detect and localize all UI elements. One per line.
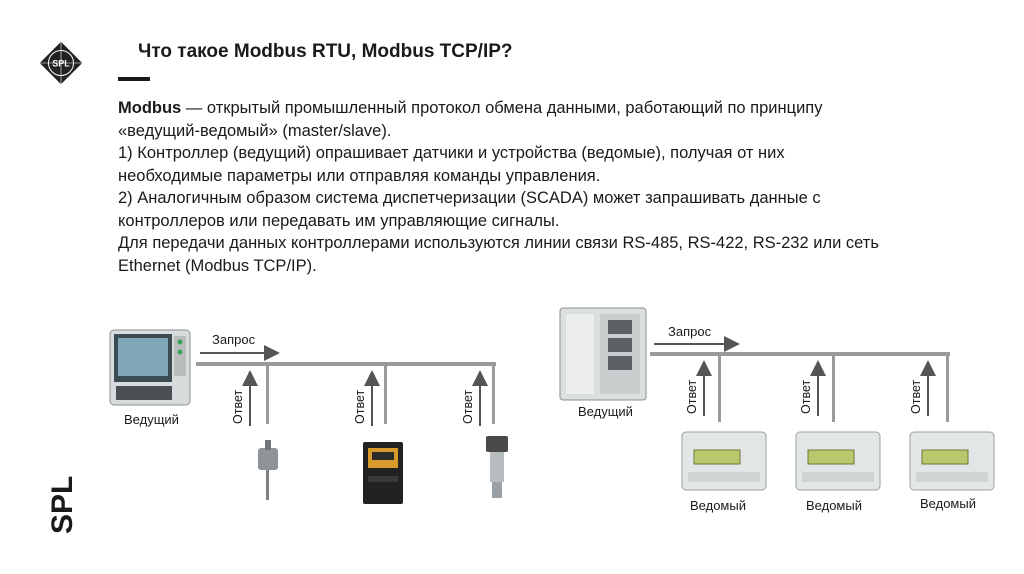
left-master-label: Ведущий <box>124 412 179 427</box>
lead-rest: — открытый промышленный протокол обмена … <box>181 99 823 117</box>
slide-title: Что такое Modbus RTU, Modbus TCP/IP? <box>138 41 513 62</box>
modbus-term: Modbus <box>118 99 182 117</box>
body-line-5: 2) Аналогичным образом система диспетчер… <box>118 189 821 207</box>
right-slave-label-2: Ведомый <box>806 498 862 513</box>
right-response-label-3: Ответ <box>909 380 923 414</box>
title-underline <box>118 77 150 81</box>
left-slave-3: Ответ <box>461 366 508 498</box>
left-slave-1: Ответ <box>231 366 278 500</box>
body-line-6: контроллеров или передавать им управляющ… <box>118 211 560 230</box>
left-diagram: Ведущий Запрос Ответ Ответ <box>109 329 508 504</box>
modbus-diagram: Ведущий Запрос Ответ Ответ <box>109 307 995 513</box>
spl-logo: SPL <box>40 42 82 84</box>
left-slave-2: Ответ <box>353 366 403 504</box>
left-response-label-1: Ответ <box>231 390 245 424</box>
left-request-label: Запрос <box>212 332 256 347</box>
body-line-3: 1) Контроллер (ведущий) опрашивает датчи… <box>118 144 785 162</box>
right-slave-label-1: Ведомый <box>690 498 746 513</box>
right-slave-2: Ответ Ведомый <box>795 356 881 513</box>
right-request-label: Запрос <box>668 324 712 339</box>
left-master-device <box>109 329 191 406</box>
logo-text: SPL <box>52 59 70 69</box>
body-line-2: «ведущий-ведомый» (master/slave). <box>118 121 392 140</box>
body-line-1: Modbus — открытый промышленный протокол … <box>118 97 998 120</box>
right-bus-line <box>650 352 950 356</box>
side-brand-text: SPL <box>46 476 79 534</box>
right-response-label-1: Ответ <box>685 380 699 414</box>
body-line-8: Ethernet (Modbus TCP/IP). <box>118 256 317 275</box>
right-master-label: Ведущий <box>578 404 633 419</box>
right-diagram: Ведущий Запрос Ответ Ведомый Ответ Ведом… <box>559 307 995 513</box>
body-line-7: Для передачи данных контроллерами исполь… <box>118 234 879 252</box>
right-slave-label-3: Ведомый <box>920 496 976 511</box>
side-brand: SPL <box>46 476 79 534</box>
left-response-label-3: Ответ <box>461 390 475 424</box>
right-slave-1: Ответ Ведомый <box>681 356 767 513</box>
right-master-device <box>559 307 647 401</box>
body-text: Modbus — открытый промышленный протокол … <box>118 97 998 277</box>
left-response-label-2: Ответ <box>353 390 367 424</box>
right-slave-3: Ответ Ведомый <box>909 356 995 511</box>
right-response-label-2: Ответ <box>799 380 813 414</box>
body-line-4: необходимые параметры или отправляя кома… <box>118 166 601 185</box>
left-bus-line <box>196 362 496 366</box>
